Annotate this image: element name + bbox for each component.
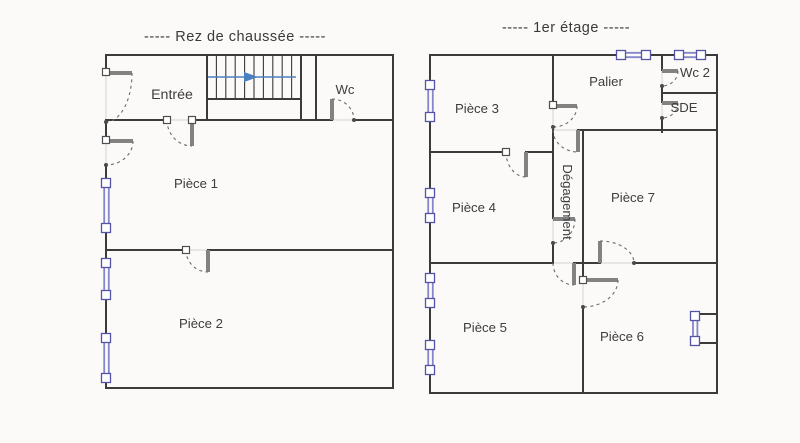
window [673, 49, 707, 61]
first-floor-walls [429, 54, 718, 394]
piece4-door [551, 217, 576, 245]
window [424, 272, 436, 309]
window [100, 332, 112, 384]
window [100, 257, 112, 301]
room-label-piece1: Pièce 1 [174, 176, 218, 191]
room-label-entree: Entrée [151, 87, 193, 103]
piece5-door [552, 262, 576, 286]
piece3-piece4-door [501, 147, 528, 178]
first-floor-plan: ----- 1er étage ----- [424, 20, 718, 394]
wc2-door [660, 69, 679, 88]
ground-floor-walls [105, 54, 394, 389]
ground-floor-plan: ----- Rez de chaussée ----- [100, 29, 394, 389]
window [424, 79, 436, 123]
piece7-door [598, 240, 636, 265]
first-floor-opening-guides [552, 70, 663, 307]
ground-floor-windows [100, 177, 112, 384]
piece3-palier-door [548, 100, 578, 129]
first-floor-windows [424, 49, 707, 376]
ground-floor-opening-guides [105, 72, 354, 251]
room-label-wc2: Wc 2 [680, 65, 710, 80]
sde-door [660, 101, 679, 120]
piece6-door [578, 275, 619, 309]
room-label-piece2: Pièce 2 [179, 316, 223, 331]
room-label-piece5: Pièce 5 [463, 320, 507, 335]
room-label-palier: Palier [589, 74, 623, 89]
piece2-door [181, 245, 210, 273]
window [100, 177, 112, 234]
room-label-sde: SDE [670, 100, 697, 115]
entry-door [101, 67, 133, 124]
room-label-piece3: Pièce 3 [455, 101, 499, 116]
window [424, 187, 436, 224]
room-label-piece6: Pièce 6 [600, 329, 644, 344]
room-label-piece7: Pièce 7 [611, 190, 655, 205]
window [689, 310, 701, 347]
stair-direction-arrow [208, 72, 296, 82]
window [615, 49, 652, 61]
hall-piece1-door [162, 115, 197, 147]
wc-door [330, 98, 356, 122]
palier-degagement-door [552, 129, 580, 153]
side-door [101, 135, 134, 167]
room-label-piece4: Pièce 4 [452, 200, 496, 215]
ground-floor-title: ----- Rez de chaussée ----- [144, 29, 326, 45]
room-label-degagement: Dégagement [560, 164, 575, 240]
staircase [208, 55, 296, 99]
first-floor-title: ----- 1er étage ----- [502, 20, 630, 36]
window [424, 339, 436, 376]
room-label-wc: Wc [335, 82, 354, 97]
